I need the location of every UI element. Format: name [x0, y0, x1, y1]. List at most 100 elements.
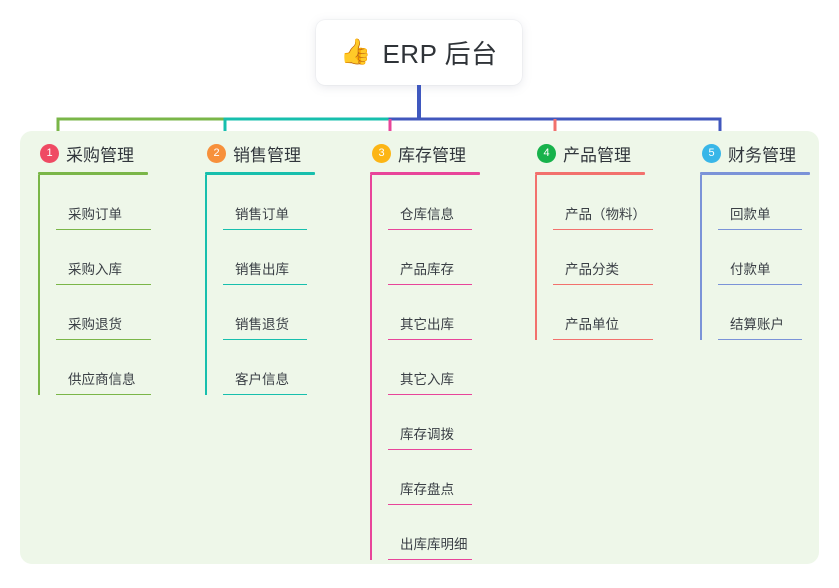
leaf-item-underline	[388, 558, 472, 560]
leaf-item-label: 采购入库	[68, 262, 122, 277]
branch-leaf-list-3: 仓库信息产品库存其它出库其它入库库存调拨库存盘点出库库明细	[370, 175, 472, 560]
branch-header-4[interactable]: 4 产品管理	[535, 140, 645, 166]
leaf-item[interactable]: 采购订单	[56, 175, 151, 230]
leaf-item-label: 销售订单	[235, 207, 289, 222]
leaf-item[interactable]: 采购入库	[56, 230, 151, 285]
leaf-item-label: 库存调拨	[400, 427, 454, 442]
leaf-item-label: 出库库明细	[400, 537, 468, 552]
leaf-item[interactable]: 销售订单	[223, 175, 307, 230]
branch-spine-3	[370, 175, 372, 560]
leaf-item-underline	[718, 283, 802, 285]
leaf-item[interactable]: 出库库明细	[388, 505, 472, 560]
branch-column-5: 5 财务管理回款单付款单结算账户	[700, 140, 810, 340]
leaf-item-underline	[223, 228, 307, 230]
leaf-item-underline	[718, 338, 802, 340]
branch-underline-1	[38, 172, 148, 175]
thumbs-up-icon: 👍	[340, 38, 372, 66]
branch-badge-3: 3	[372, 143, 391, 163]
leaf-item-underline	[388, 393, 472, 395]
leaf-item[interactable]: 结算账户	[718, 285, 802, 340]
leaf-item[interactable]: 付款单	[718, 230, 802, 285]
leaf-item[interactable]: 其它出库	[388, 285, 472, 340]
leaf-item[interactable]: 客户信息	[223, 340, 307, 395]
leaf-item-label: 销售出库	[235, 262, 289, 277]
root-node-label: ERP 后台	[382, 39, 498, 69]
leaf-item-underline	[388, 503, 472, 505]
leaf-item-label: 回款单	[730, 207, 771, 222]
branch-badge-2: 2	[207, 143, 226, 163]
leaf-item-underline	[56, 393, 151, 395]
branch-spine-1	[38, 175, 40, 395]
branch-title-3: 库存管理	[398, 145, 466, 165]
branch-header-3[interactable]: 3 库存管理	[370, 140, 480, 166]
leaf-item[interactable]: 产品库存	[388, 230, 472, 285]
branch-spine-4	[535, 175, 537, 340]
leaf-item-underline	[223, 393, 307, 395]
branch-leaf-list-1: 采购订单采购入库采购退货供应商信息	[38, 175, 151, 395]
leaf-item[interactable]: 其它入库	[388, 340, 472, 395]
leaf-item[interactable]: 销售出库	[223, 230, 307, 285]
leaf-item-label: 仓库信息	[400, 207, 454, 222]
branch-leaf-list-5: 回款单付款单结算账户	[700, 175, 802, 340]
leaf-item-label: 采购订单	[68, 207, 122, 222]
leaf-item-underline	[388, 283, 472, 285]
branch-header-2[interactable]: 2 销售管理	[205, 140, 315, 166]
leaf-item[interactable]: 供应商信息	[56, 340, 151, 395]
leaf-item-underline	[553, 283, 653, 285]
leaf-item-label: 客户信息	[235, 372, 289, 387]
leaf-item-underline	[223, 338, 307, 340]
branch-header-5[interactable]: 5 财务管理	[700, 140, 810, 166]
leaf-item-underline	[718, 228, 802, 230]
leaf-item-underline	[388, 338, 472, 340]
leaf-item-underline	[388, 228, 472, 230]
branch-badge-4: 4	[537, 143, 556, 163]
branch-column-4: 4 产品管理产品（物料） 产品分类产品单位	[535, 140, 653, 340]
leaf-item-underline	[223, 283, 307, 285]
branch-column-3: 3 库存管理仓库信息产品库存其它出库其它入库库存调拨库存盘点出库库明细	[370, 140, 480, 560]
branch-badge-1: 1	[40, 143, 59, 163]
leaf-item[interactable]: 产品单位	[553, 285, 653, 340]
leaf-item-label: 产品库存	[400, 262, 454, 277]
leaf-item[interactable]: 产品（物料）	[553, 175, 653, 230]
leaf-item-label: 产品分类	[565, 262, 619, 277]
leaf-item-label: 付款单	[730, 262, 771, 277]
branch-badge-5: 5	[702, 143, 721, 163]
leaf-item-underline	[553, 228, 653, 230]
branch-underline-2	[205, 172, 315, 175]
branch-title-2: 销售管理	[233, 145, 301, 165]
leaf-item[interactable]: 库存调拨	[388, 395, 472, 450]
leaf-item-label: 产品单位	[565, 317, 619, 332]
branch-leaf-list-4: 产品（物料） 产品分类产品单位	[535, 175, 653, 340]
leaf-item-underline	[553, 338, 653, 340]
branch-title-5: 财务管理	[728, 145, 796, 165]
leaf-item-label: 产品（物料）	[565, 207, 646, 222]
branch-spine-5	[700, 175, 702, 340]
leaf-item[interactable]: 回款单	[718, 175, 802, 230]
leaf-item[interactable]: 仓库信息	[388, 175, 472, 230]
branches-panel	[20, 131, 819, 564]
leaf-item[interactable]: 产品分类	[553, 230, 653, 285]
leaf-item-underline	[56, 228, 151, 230]
leaf-item-underline	[56, 283, 151, 285]
branch-spine-2	[205, 175, 207, 395]
leaf-item-label: 库存盘点	[400, 482, 454, 497]
leaf-item-label: 结算账户	[730, 317, 784, 332]
branch-title-4: 产品管理	[563, 145, 631, 165]
branch-leaf-list-2: 销售订单销售出库销售退货客户信息	[205, 175, 307, 395]
leaf-item-label: 采购退货	[68, 317, 122, 332]
leaf-item[interactable]: 库存盘点	[388, 450, 472, 505]
leaf-item-label: 供应商信息	[68, 372, 136, 387]
leaf-item-label: 其它出库	[400, 317, 454, 332]
leaf-item[interactable]: 采购退货	[56, 285, 151, 340]
branch-column-2: 2 销售管理销售订单销售出库销售退货客户信息	[205, 140, 315, 395]
leaf-item-underline	[388, 448, 472, 450]
branch-underline-4	[535, 172, 645, 175]
leaf-item-label: 其它入库	[400, 372, 454, 387]
branch-underline-5	[700, 172, 810, 175]
leaf-item-label: 销售退货	[235, 317, 289, 332]
leaf-item-underline	[56, 338, 151, 340]
root-node[interactable]: 👍 ERP 后台	[316, 20, 522, 85]
leaf-item[interactable]: 销售退货	[223, 285, 307, 340]
